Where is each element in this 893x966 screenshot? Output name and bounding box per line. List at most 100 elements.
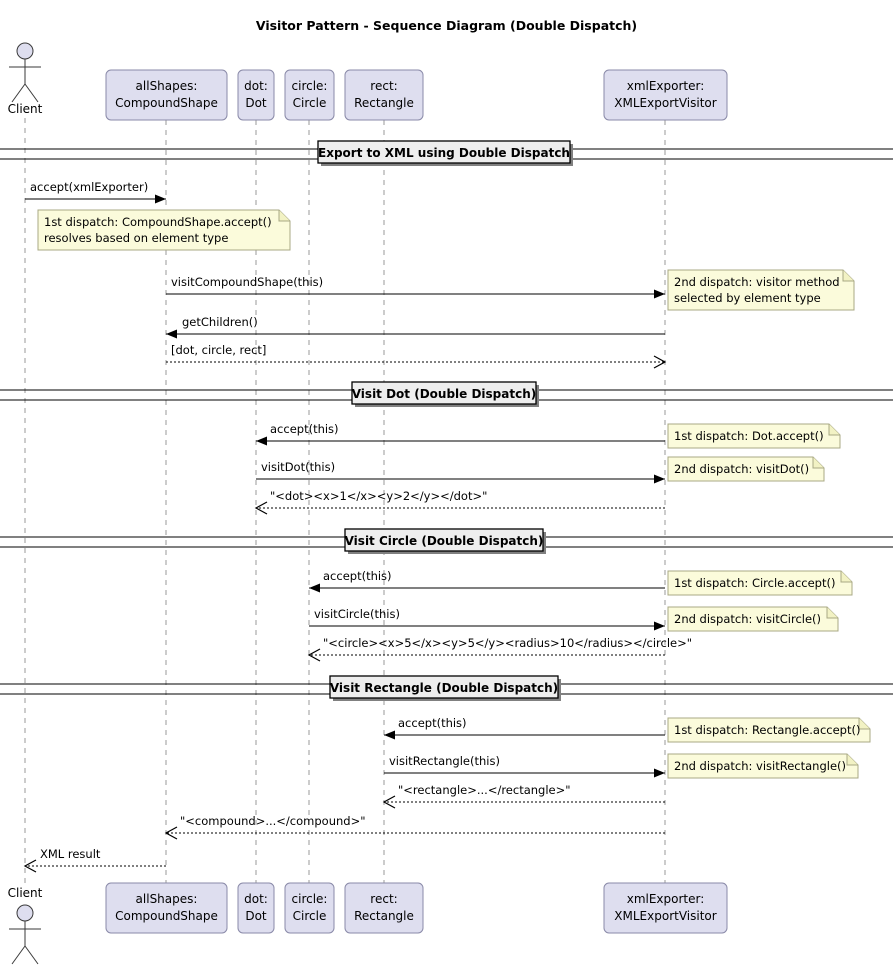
participant-circle-bottom[interactable]: circle:Circle (284, 882, 335, 934)
note-body (667, 753, 859, 779)
note-fold-corner-icon (278, 210, 290, 222)
note-2nd-dispatch-dot[interactable]: 2nd dispatch: visitDot() (667, 456, 825, 482)
message-get-children[interactable]: getChildren() (166, 315, 665, 339)
message-rect-accept[interactable]: accept(this) (384, 716, 665, 740)
message-compound-return[interactable]: "<compound>...</compound>" (164, 814, 665, 840)
actor-leg-right-icon (24, 945, 39, 965)
message-label-circle-accept: accept(this) (323, 569, 392, 583)
divider-label-visit-dot: Visit Dot (Double Dispatch) (352, 387, 537, 401)
note-line: 2nd dispatch: visitRectangle() (674, 759, 846, 773)
participant-type-rect: Rectangle (354, 96, 414, 110)
actor-client-bottom: Client (8, 886, 43, 965)
message-circle-accept[interactable]: accept(this) (309, 569, 665, 593)
participant-box-rect[interactable] (344, 882, 424, 934)
message-arrowhead-rect-accept (384, 730, 395, 740)
participant-box-xmlExporter[interactable] (603, 882, 728, 934)
participant-box-dot[interactable] (237, 882, 275, 934)
participant-name-dot: dot: (244, 79, 268, 93)
participant-xmlExporter-bottom[interactable]: xmlExporter: XMLExportVisitor (603, 882, 728, 934)
message-dot-accept[interactable]: accept(this) (256, 422, 665, 446)
note-2nd-dispatch-rectangle[interactable]: 2nd dispatch: visitRectangle() (667, 753, 859, 779)
note-line: 2nd dispatch: visitCircle() (674, 612, 821, 626)
note-line: 1st dispatch: CompoundShape.accept() (44, 215, 272, 229)
message-dot-return[interactable]: "<dot><x>1</x><y>2</y></dot>" (254, 489, 665, 515)
message-circle-return[interactable]: "<circle><x>5</x><y>5</y><radius>10</rad… (307, 636, 692, 662)
message-label-xml-result: XML result (40, 847, 101, 861)
message-label-dot-return: "<dot><x>1</x><y>2</y></dot>" (270, 489, 487, 503)
note-fold-corner-icon (858, 718, 870, 730)
note-line: 1st dispatch: Rectangle.accept() (674, 723, 860, 737)
divider-visit-circle: Visit Circle (Double Dispatch) (0, 528, 893, 554)
participant-box-allShapes[interactable] (105, 69, 228, 121)
participant-name-allShapes: allShapes: (136, 892, 198, 906)
message-arrowhead-compound-return (164, 826, 178, 840)
note-1st-dispatch-compound[interactable]: 1st dispatch: CompoundShape.accept() reso… (37, 209, 291, 251)
participant-type-rect: Rectangle (354, 909, 414, 923)
participant-box-circle[interactable] (284, 69, 335, 121)
participant-type-xmlExporter: XMLExportVisitor (614, 909, 716, 923)
message-arrowhead-rect-return (382, 795, 396, 809)
message-arrowhead-children-return (653, 355, 667, 369)
participant-box-rect[interactable] (344, 69, 424, 121)
participant-type-dot: Dot (245, 96, 267, 110)
actor-label-bottom: Client (8, 886, 43, 900)
note-fold-corner-icon (826, 607, 838, 619)
participant-dot-bottom[interactable]: dot:Dot (237, 882, 275, 934)
note-line: resolves based on element type (44, 231, 228, 245)
participant-name-xmlExporter: xmlExporter: (627, 892, 705, 906)
participant-rect-bottom[interactable]: rect:Rectangle (344, 882, 424, 934)
message-arrowhead-rect-visit (654, 768, 665, 778)
participant-box-dot[interactable] (237, 69, 275, 121)
message-arrowhead-accept-xmlexporter (155, 194, 166, 204)
participant-type-allShapes: CompoundShape (115, 909, 218, 923)
note-line: 2nd dispatch: visitor method (674, 275, 840, 289)
note-body (667, 717, 871, 743)
message-dot-visit[interactable]: visitDot(this) (256, 460, 665, 484)
actor-leg-left-icon (11, 83, 26, 103)
divider-box (329, 675, 559, 699)
participant-type-dot: Dot (245, 909, 267, 923)
participant-xmlExporter-top[interactable]: xmlExporter:XMLExportVisitor (603, 69, 728, 121)
divider-label-visit-rectangle: Visit Rectangle (Double Dispatch) (330, 681, 558, 695)
message-label-accept-xmlexporter: accept(xmlExporter) (30, 180, 148, 194)
message-rect-visit[interactable]: visitRectangle(this) (384, 754, 665, 778)
message-circle-visit[interactable]: visitCircle(this) (309, 607, 665, 631)
note-line: selected by element type (674, 291, 821, 305)
message-rect-return[interactable]: "<rectangle>...</rectangle>" (382, 783, 665, 809)
participant-name-circle: circle: (292, 892, 328, 906)
divider-export-xml: Export to XML using Double Dispatch (0, 140, 893, 166)
note-body (667, 570, 853, 596)
message-label-circle-return: "<circle><x>5</x><y>5</y><radius>10</rad… (323, 636, 692, 650)
note-2nd-dispatch-circle[interactable]: 2nd dispatch: visitCircle() (667, 606, 839, 632)
participant-dot-top[interactable]: dot: Dot (237, 69, 275, 121)
participant-type-xmlExporter: XMLExportVisitor (614, 96, 716, 110)
participant-box-xmlExporter[interactable] (603, 69, 728, 121)
note-1st-dispatch-circle[interactable]: 1st dispatch: Circle.accept() (667, 570, 853, 596)
message-arrowhead-get-children (166, 329, 177, 339)
note-2nd-dispatch-visitor[interactable]: 2nd dispatch: visitor method selected by … (667, 269, 855, 311)
participant-allShapes-bottom[interactable]: allShapes: CompoundShape (105, 882, 228, 934)
message-visit-compound[interactable]: visitCompoundShape(this) (166, 275, 665, 299)
divider-label-export-xml: Export to XML using Double Dispatch (318, 146, 570, 160)
divider-visit-rectangle: Visit Rectangle (Double Dispatch) (0, 675, 893, 701)
message-arrowhead-dot-accept (256, 436, 267, 446)
participant-type-circle: Circle (293, 96, 327, 110)
message-label-rect-visit: visitRectangle(this) (389, 754, 500, 768)
message-children-return[interactable]: [dot, circle, rect] (166, 343, 667, 369)
message-arrowhead-circle-visit (654, 621, 665, 631)
participant-name-allShapes: allShapes: (136, 79, 198, 93)
note-body (667, 606, 839, 632)
note-fold-corner-icon (828, 424, 840, 436)
note-fold-corner-icon (846, 754, 858, 766)
message-accept-xmlexporter[interactable]: accept(xmlExporter) (25, 180, 166, 204)
participant-circle-top[interactable]: circle:Circle (284, 69, 335, 121)
participant-box-circle[interactable] (284, 882, 335, 934)
message-xml-result[interactable]: XML result (23, 847, 166, 873)
message-label-rect-return: "<rectangle>...</rectangle>" (398, 783, 571, 797)
participant-rect-top[interactable]: rect:Rectangle (344, 69, 424, 121)
note-1st-dispatch-rectangle[interactable]: 1st dispatch: Rectangle.accept() (667, 717, 871, 743)
participant-box-allShapes[interactable] (105, 882, 228, 934)
note-1st-dispatch-dot[interactable]: 1st dispatch: Dot.accept() (667, 423, 841, 449)
note-line: 1st dispatch: Dot.accept() (674, 429, 824, 443)
participant-allShapes-top[interactable]: allShapes:CompoundShape (105, 69, 228, 121)
